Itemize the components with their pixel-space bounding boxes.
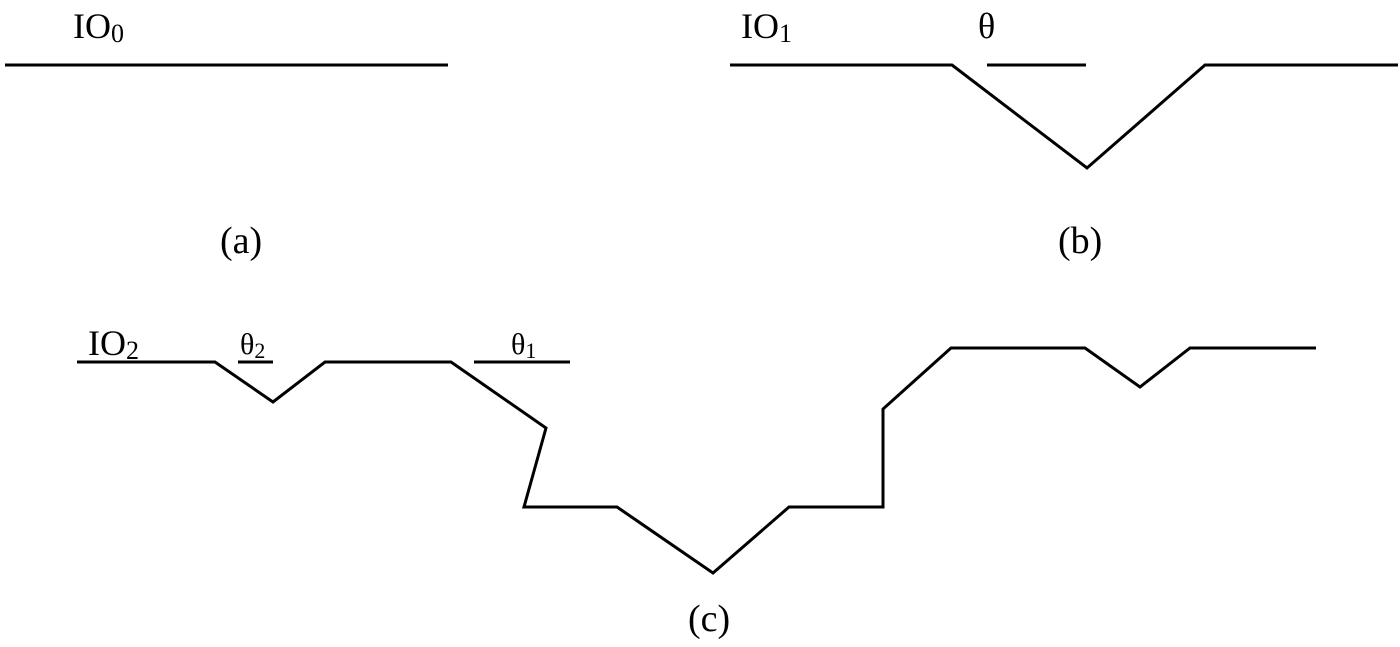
panel-c-angle1-label: θ1 <box>511 330 536 362</box>
panel-b-v-profile <box>730 63 1398 170</box>
panel-c-angle1-sub: 1 <box>525 338 537 363</box>
panel-b-label-main: IO <box>741 6 779 46</box>
panel-b-angle-label: θ <box>978 6 996 46</box>
panel-c-profile <box>77 346 1316 575</box>
panel-c-angle2-sub: 2 <box>254 338 266 363</box>
panel-c-label: IO2 <box>88 325 139 364</box>
panel-c-angle2-main: θ <box>240 328 255 361</box>
panel-a-label: IO0 <box>73 8 124 47</box>
panel-b-label-sub: 1 <box>779 19 792 48</box>
panel-c-label-sub: 2 <box>126 336 139 365</box>
panel-a-label-main: IO <box>73 6 111 46</box>
panel-c-label-main: IO <box>88 323 126 363</box>
panel-c-caption: (c) <box>688 598 731 640</box>
panel-a-label-sub: 0 <box>111 19 124 48</box>
panel-b-label: IO1 <box>741 8 792 47</box>
panel-c-angle1-main: θ <box>511 328 526 361</box>
panel-a-caption: (a) <box>220 220 263 262</box>
panel-c-angle2-label: θ2 <box>240 330 265 362</box>
panel-b-caption: (b) <box>1058 220 1103 262</box>
